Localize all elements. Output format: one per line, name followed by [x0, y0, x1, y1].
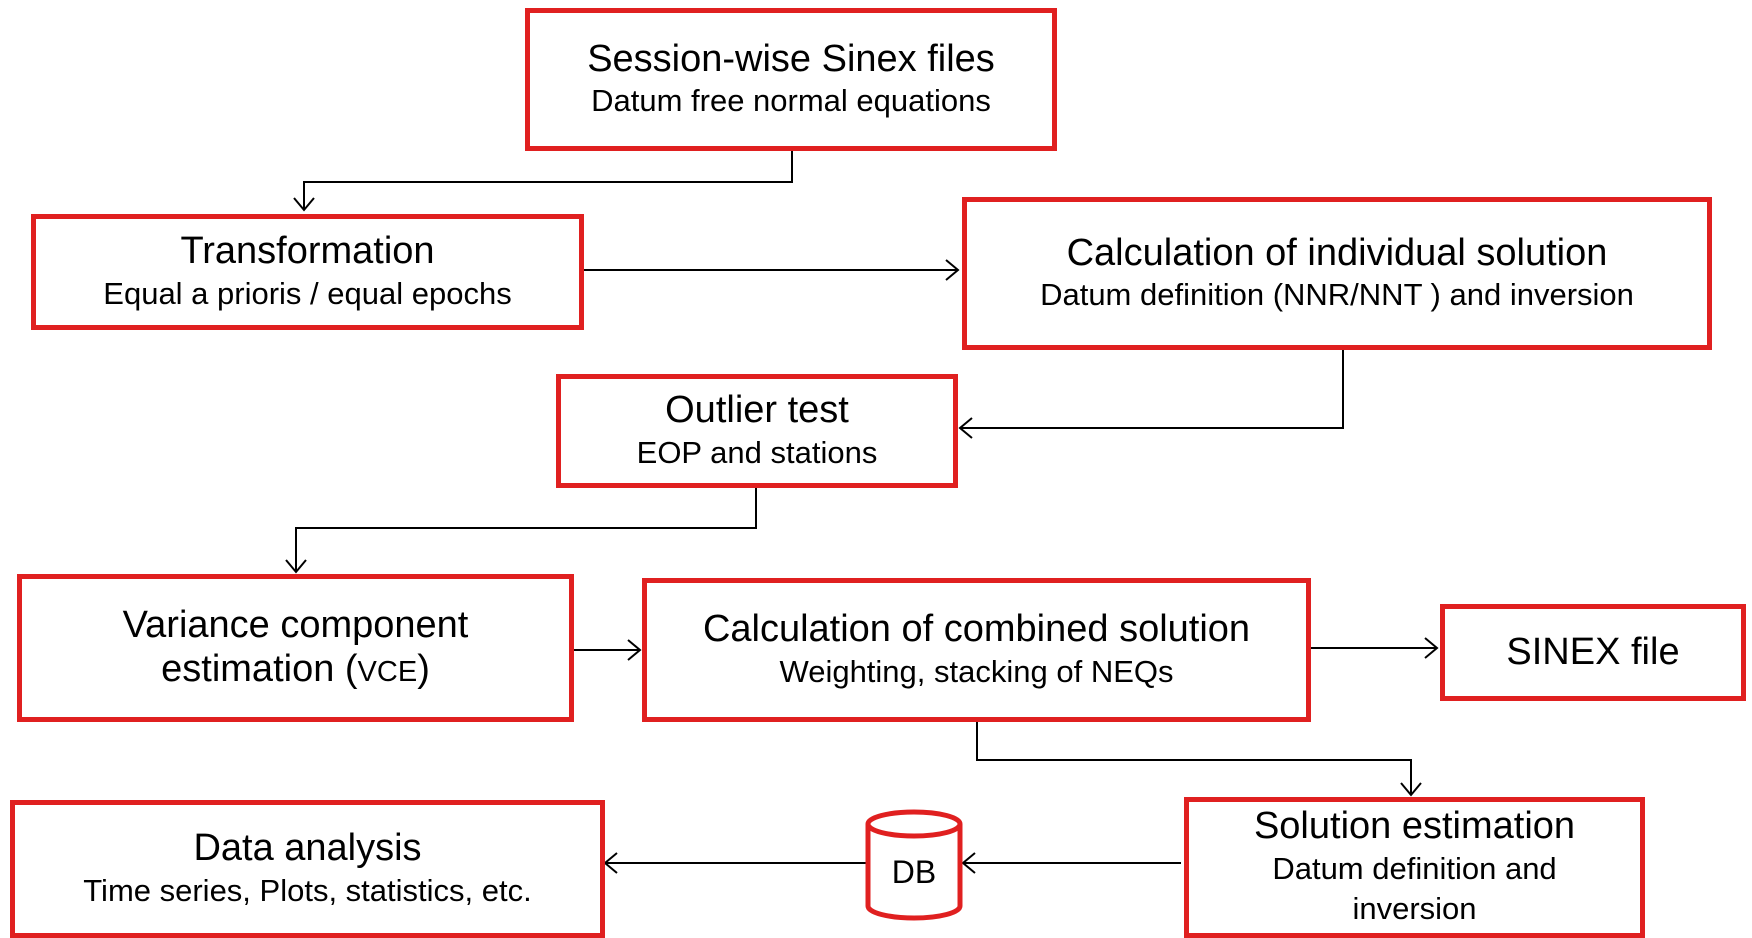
arrowhead — [958, 417, 973, 439]
node-individual-solution: Calculation of individual solution Datum… — [962, 197, 1712, 350]
node-title: Outlier test — [665, 389, 849, 431]
node-sinex-output: SINEX file — [1440, 604, 1746, 701]
node-solution-estimation: Solution estimation Datum definition and… — [1184, 797, 1645, 938]
node-subtitle: Datum free normal equations — [591, 83, 991, 119]
edge-sinex-to-transformation — [303, 150, 793, 210]
vce-abbreviation: VCE — [357, 656, 418, 688]
arrowhead — [293, 197, 315, 212]
edge-combined-to-solution — [976, 722, 1412, 795]
arrowhead — [1424, 637, 1439, 659]
title-part: estimation ( — [161, 648, 358, 690]
node-title: Transformation — [180, 230, 435, 272]
node-title: Session-wise Sinex files — [587, 37, 995, 80]
node-vce: Variance component estimation (VCE) — [17, 574, 574, 722]
node-subtitle: Datum definition (NNR/NNT ) and inversio… — [1040, 277, 1634, 313]
node-subtitle-line1: Datum definition and — [1272, 851, 1557, 887]
edge-individual-to-outlier — [960, 350, 1344, 429]
node-combined-solution: Calculation of combined solution Weighti… — [642, 578, 1311, 722]
node-subtitle: Equal a prioris / equal epochs — [103, 275, 512, 311]
node-subtitle-line2: inversion — [1352, 891, 1477, 927]
arrowhead — [285, 559, 307, 574]
node-data-analysis: Data analysis Time series, Plots, statis… — [10, 800, 605, 938]
title-part: ) — [417, 648, 430, 690]
database-label: DB — [891, 854, 937, 890]
arrowhead — [627, 639, 642, 661]
node-subtitle: Weighting, stacking of NEQs — [779, 653, 1174, 689]
node-subtitle: EOP and stations — [636, 434, 878, 470]
node-title: Calculation of combined solution — [702, 608, 1251, 650]
node-title: Calculation of individual solution — [1066, 231, 1608, 274]
node-sinex-files: Session-wise Sinex files Datum free norm… — [525, 8, 1057, 151]
node-title: Solution estimation — [1253, 805, 1576, 848]
node-title-line1: Variance component — [122, 604, 469, 647]
arrowhead — [961, 852, 976, 874]
node-transformation: Transformation Equal a prioris / equal e… — [31, 214, 584, 330]
node-title: SINEX file — [1506, 630, 1680, 673]
arrowhead — [603, 852, 618, 874]
node-title-line2: estimation (VCE) — [161, 648, 430, 692]
node-subtitle: Time series, Plots, statistics, etc. — [83, 872, 532, 908]
node-title: Data analysis — [193, 827, 422, 869]
edge-outlier-to-vce — [295, 488, 757, 572]
node-outlier-test: Outlier test EOP and stations — [556, 374, 958, 488]
database-icon — [865, 809, 963, 921]
arrowhead — [945, 259, 960, 281]
arrowhead — [1400, 782, 1422, 797]
